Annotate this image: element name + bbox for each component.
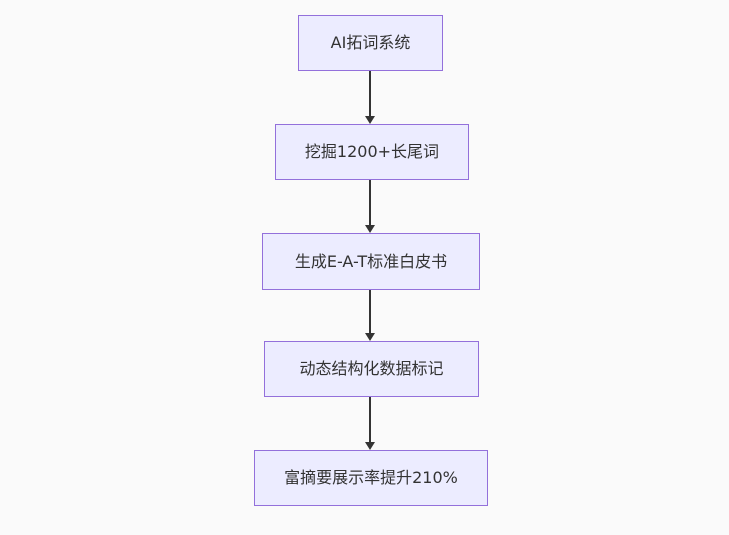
flowchart-node-ai-expansion: AI拓词系统	[298, 15, 443, 71]
arrowhead-down-icon	[365, 442, 375, 450]
flowchart-node-label: AI拓词系统	[330, 33, 411, 53]
flowchart-node-eat-whitepaper: 生成E-A-T标准白皮书	[262, 233, 480, 290]
edge-line	[369, 290, 371, 333]
flowchart-node-rich-snippet-result: 富摘要展示率提升210%	[254, 450, 488, 506]
arrowhead-down-icon	[365, 225, 375, 233]
flowchart-edge	[364, 71, 376, 124]
flowchart-node-longtail-mining: 挖掘1200+长尾词	[275, 124, 469, 180]
arrowhead-down-icon	[365, 116, 375, 124]
edge-line	[369, 180, 371, 225]
flowchart-node-label: 挖掘1200+长尾词	[304, 142, 440, 162]
flowchart-node-label: 动态结构化数据标记	[299, 359, 444, 379]
arrowhead-down-icon	[365, 333, 375, 341]
flowchart-node-label: 富摘要展示率提升210%	[284, 468, 458, 488]
flowchart-edge	[364, 290, 376, 341]
flowchart-node-structured-data: 动态结构化数据标记	[264, 341, 479, 397]
flowchart-edge	[364, 180, 376, 233]
flowchart-node-label: 生成E-A-T标准白皮书	[294, 251, 448, 271]
edge-line	[369, 397, 371, 442]
edge-line	[369, 71, 371, 116]
flowchart-edge	[364, 397, 376, 450]
